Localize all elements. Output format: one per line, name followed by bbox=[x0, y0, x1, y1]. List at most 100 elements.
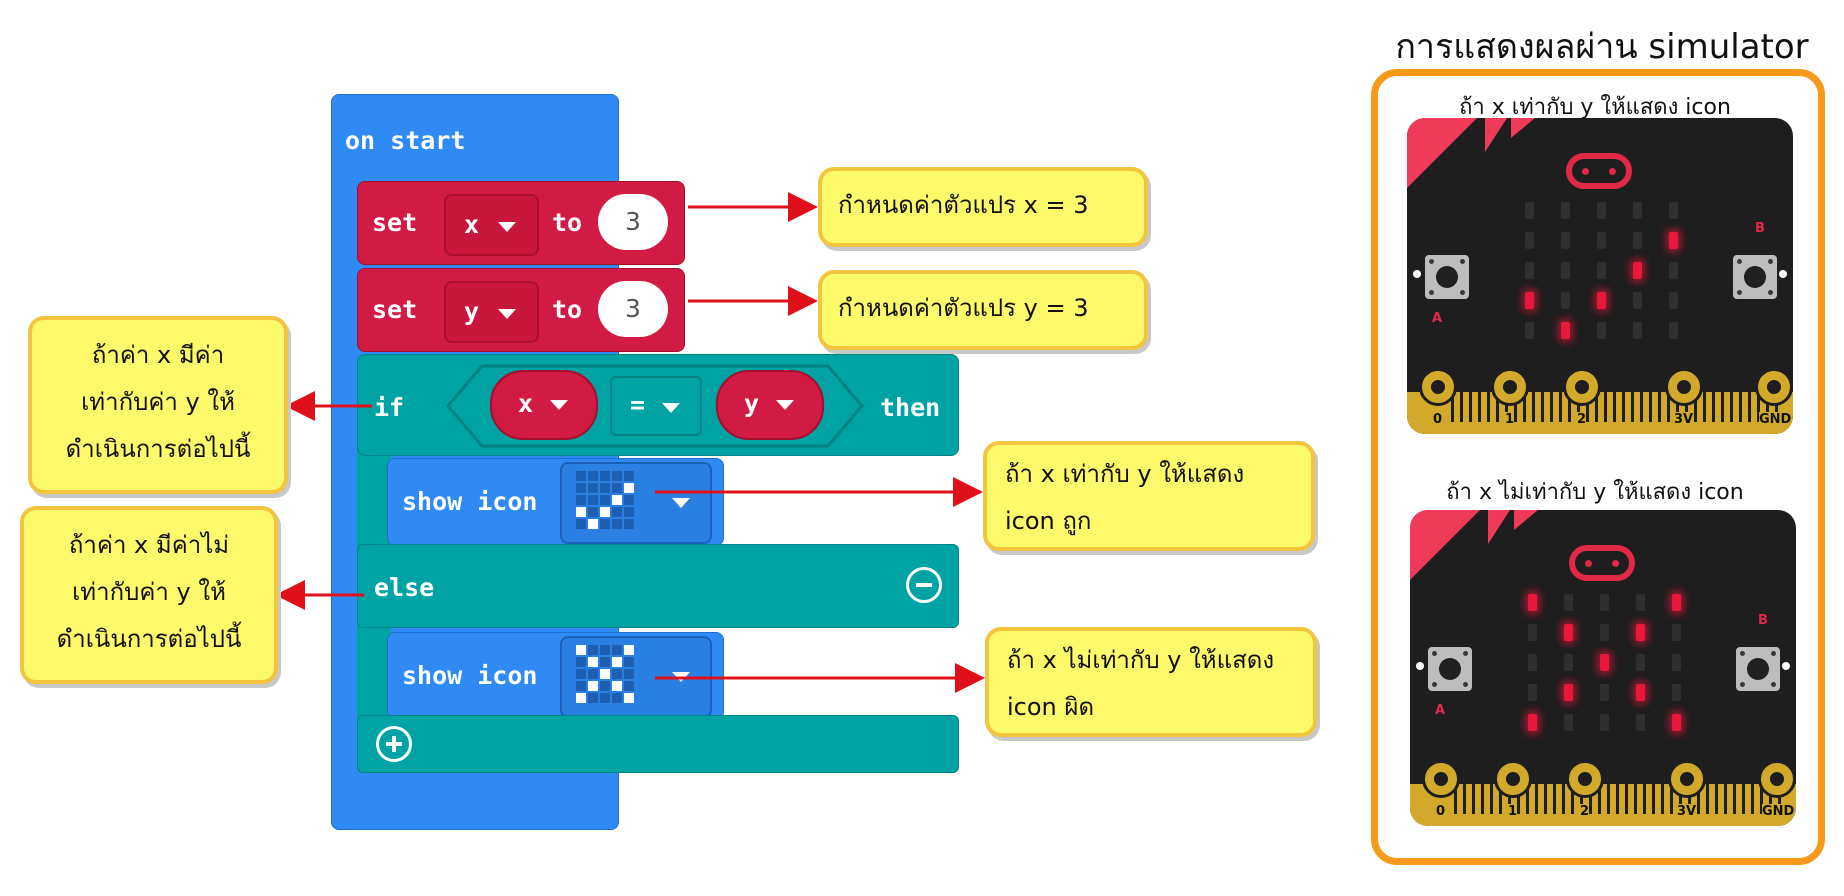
icon-pixel-off bbox=[612, 645, 622, 655]
microbit-logo-icon bbox=[1569, 545, 1635, 581]
operator-dropdown[interactable]: = bbox=[610, 376, 702, 436]
pin-pad-2[interactable] bbox=[1566, 760, 1604, 798]
variable-dropdown-y[interactable]: y bbox=[444, 281, 539, 343]
pin-pad-0[interactable] bbox=[1422, 760, 1460, 798]
microbit-logo-icon bbox=[1566, 153, 1632, 189]
button-b-label: B bbox=[1758, 613, 1768, 628]
connector-tooth bbox=[1478, 392, 1481, 422]
compare-left-variable-x[interactable]: x bbox=[490, 370, 598, 440]
led-on bbox=[1636, 684, 1645, 701]
button-screw bbox=[1768, 259, 1773, 264]
pin-pad-GND[interactable] bbox=[1758, 760, 1796, 798]
led-off bbox=[1633, 232, 1642, 249]
connector-tooth bbox=[1778, 784, 1781, 814]
callout-if-condition: ถ้าค่า x มีค่า เท่ากับค่า y ให้ ดำเนินกา… bbox=[28, 316, 288, 494]
button-b-label: B bbox=[1755, 221, 1765, 236]
icon-pixel-off bbox=[600, 471, 610, 481]
set-y-block[interactable]: set y to 3 bbox=[357, 268, 685, 352]
connector-tooth bbox=[1769, 784, 1772, 814]
icon-pixel-on bbox=[588, 657, 598, 667]
connector-tooth bbox=[1697, 784, 1700, 814]
value-input-y[interactable]: 3 bbox=[598, 281, 668, 337]
add-else-icon[interactable] bbox=[376, 726, 412, 762]
connector-tooth bbox=[1676, 392, 1679, 422]
icon-pixel-off bbox=[624, 669, 634, 679]
icon-pixel-on bbox=[612, 681, 622, 691]
icon-pixel-on bbox=[576, 645, 586, 655]
show-icon-no-block[interactable]: show icon bbox=[387, 632, 724, 720]
set-x-block[interactable]: set x to 3 bbox=[357, 181, 685, 265]
connector-tooth bbox=[1622, 392, 1625, 422]
icon-pixel-off bbox=[588, 471, 598, 481]
led-off bbox=[1600, 624, 1609, 641]
button-a[interactable] bbox=[1428, 647, 1472, 691]
compare-right-variable-y[interactable]: y bbox=[716, 370, 824, 440]
corner-stripe bbox=[1511, 118, 1535, 138]
connector-tooth bbox=[1658, 392, 1661, 422]
connector-tooth bbox=[1721, 392, 1724, 422]
button-b[interactable] bbox=[1733, 255, 1777, 299]
simulator-panel bbox=[1371, 69, 1825, 865]
connector-tooth bbox=[1454, 784, 1457, 814]
pin-pad-GND[interactable] bbox=[1755, 368, 1793, 406]
pin-pad-3V[interactable] bbox=[1668, 760, 1706, 798]
connector-tooth bbox=[1748, 392, 1751, 422]
value-input-x[interactable]: 3 bbox=[598, 194, 668, 250]
button-a-label: A bbox=[1432, 311, 1443, 326]
else-block[interactable]: else bbox=[357, 544, 959, 628]
set-keyword: set bbox=[372, 295, 418, 324]
variable-dropdown-x[interactable]: x bbox=[444, 194, 539, 256]
button-screw bbox=[1740, 682, 1745, 687]
pin-pad-1[interactable] bbox=[1491, 368, 1529, 406]
button-b[interactable] bbox=[1736, 647, 1780, 691]
led-off bbox=[1528, 654, 1537, 671]
button-screw bbox=[1460, 290, 1465, 295]
button-a[interactable] bbox=[1425, 255, 1469, 299]
operator-label: = bbox=[630, 390, 646, 419]
remove-else-icon[interactable] bbox=[906, 567, 942, 603]
connector-tooth bbox=[1490, 784, 1493, 814]
simulator-title: การแสดงผลผ่าน simulator bbox=[1395, 27, 1809, 67]
connector-tooth bbox=[1661, 784, 1664, 814]
led-on bbox=[1633, 262, 1642, 279]
cross-icon bbox=[576, 645, 634, 703]
connector-tooth bbox=[1523, 392, 1526, 422]
pin-pad-0[interactable] bbox=[1419, 368, 1457, 406]
led-on bbox=[1528, 714, 1537, 731]
icon-pixel-on bbox=[588, 681, 598, 691]
icon-pixel-off bbox=[588, 693, 598, 703]
pin-pad-3V[interactable] bbox=[1665, 368, 1703, 406]
board2-title: ถ้า x ไม่เท่ากับ y ให้แสดง icon bbox=[1446, 480, 1744, 505]
led-off bbox=[1528, 624, 1537, 641]
led-on bbox=[1525, 292, 1534, 309]
button-a-label: A bbox=[1435, 703, 1446, 718]
icon-picker-yes[interactable] bbox=[560, 462, 712, 544]
led-off bbox=[1528, 684, 1537, 701]
icon-pixel-off bbox=[576, 519, 586, 529]
connector-tooth bbox=[1595, 392, 1598, 422]
board-corner-decoration bbox=[1407, 118, 1535, 188]
icon-pixel-off bbox=[588, 483, 598, 493]
to-keyword: to bbox=[552, 208, 583, 237]
connector-tooth bbox=[1712, 392, 1715, 422]
chevron-down-icon bbox=[498, 222, 516, 232]
icon-pixel-off bbox=[600, 483, 610, 493]
icon-pixel-on bbox=[624, 645, 634, 655]
connector-tooth bbox=[1532, 392, 1535, 422]
pin-pad-2[interactable] bbox=[1563, 368, 1601, 406]
side-hole-right bbox=[1779, 270, 1787, 278]
connector-tooth bbox=[1649, 392, 1652, 422]
button-screw bbox=[1432, 651, 1437, 656]
connector-tooth bbox=[1694, 392, 1697, 422]
connector-tooth bbox=[1613, 392, 1616, 422]
connector-tooth bbox=[1526, 784, 1529, 814]
connector-tooth bbox=[1757, 392, 1760, 422]
icon-pixel-off bbox=[600, 519, 610, 529]
icon-pixel-on bbox=[624, 483, 634, 493]
led-off bbox=[1672, 684, 1681, 701]
pin-pad-1[interactable] bbox=[1494, 760, 1532, 798]
pin-label: GND bbox=[1762, 804, 1795, 819]
connector-tooth bbox=[1586, 392, 1589, 422]
connector-tooth bbox=[1463, 784, 1466, 814]
show-icon-yes-block[interactable]: show icon bbox=[387, 458, 724, 546]
